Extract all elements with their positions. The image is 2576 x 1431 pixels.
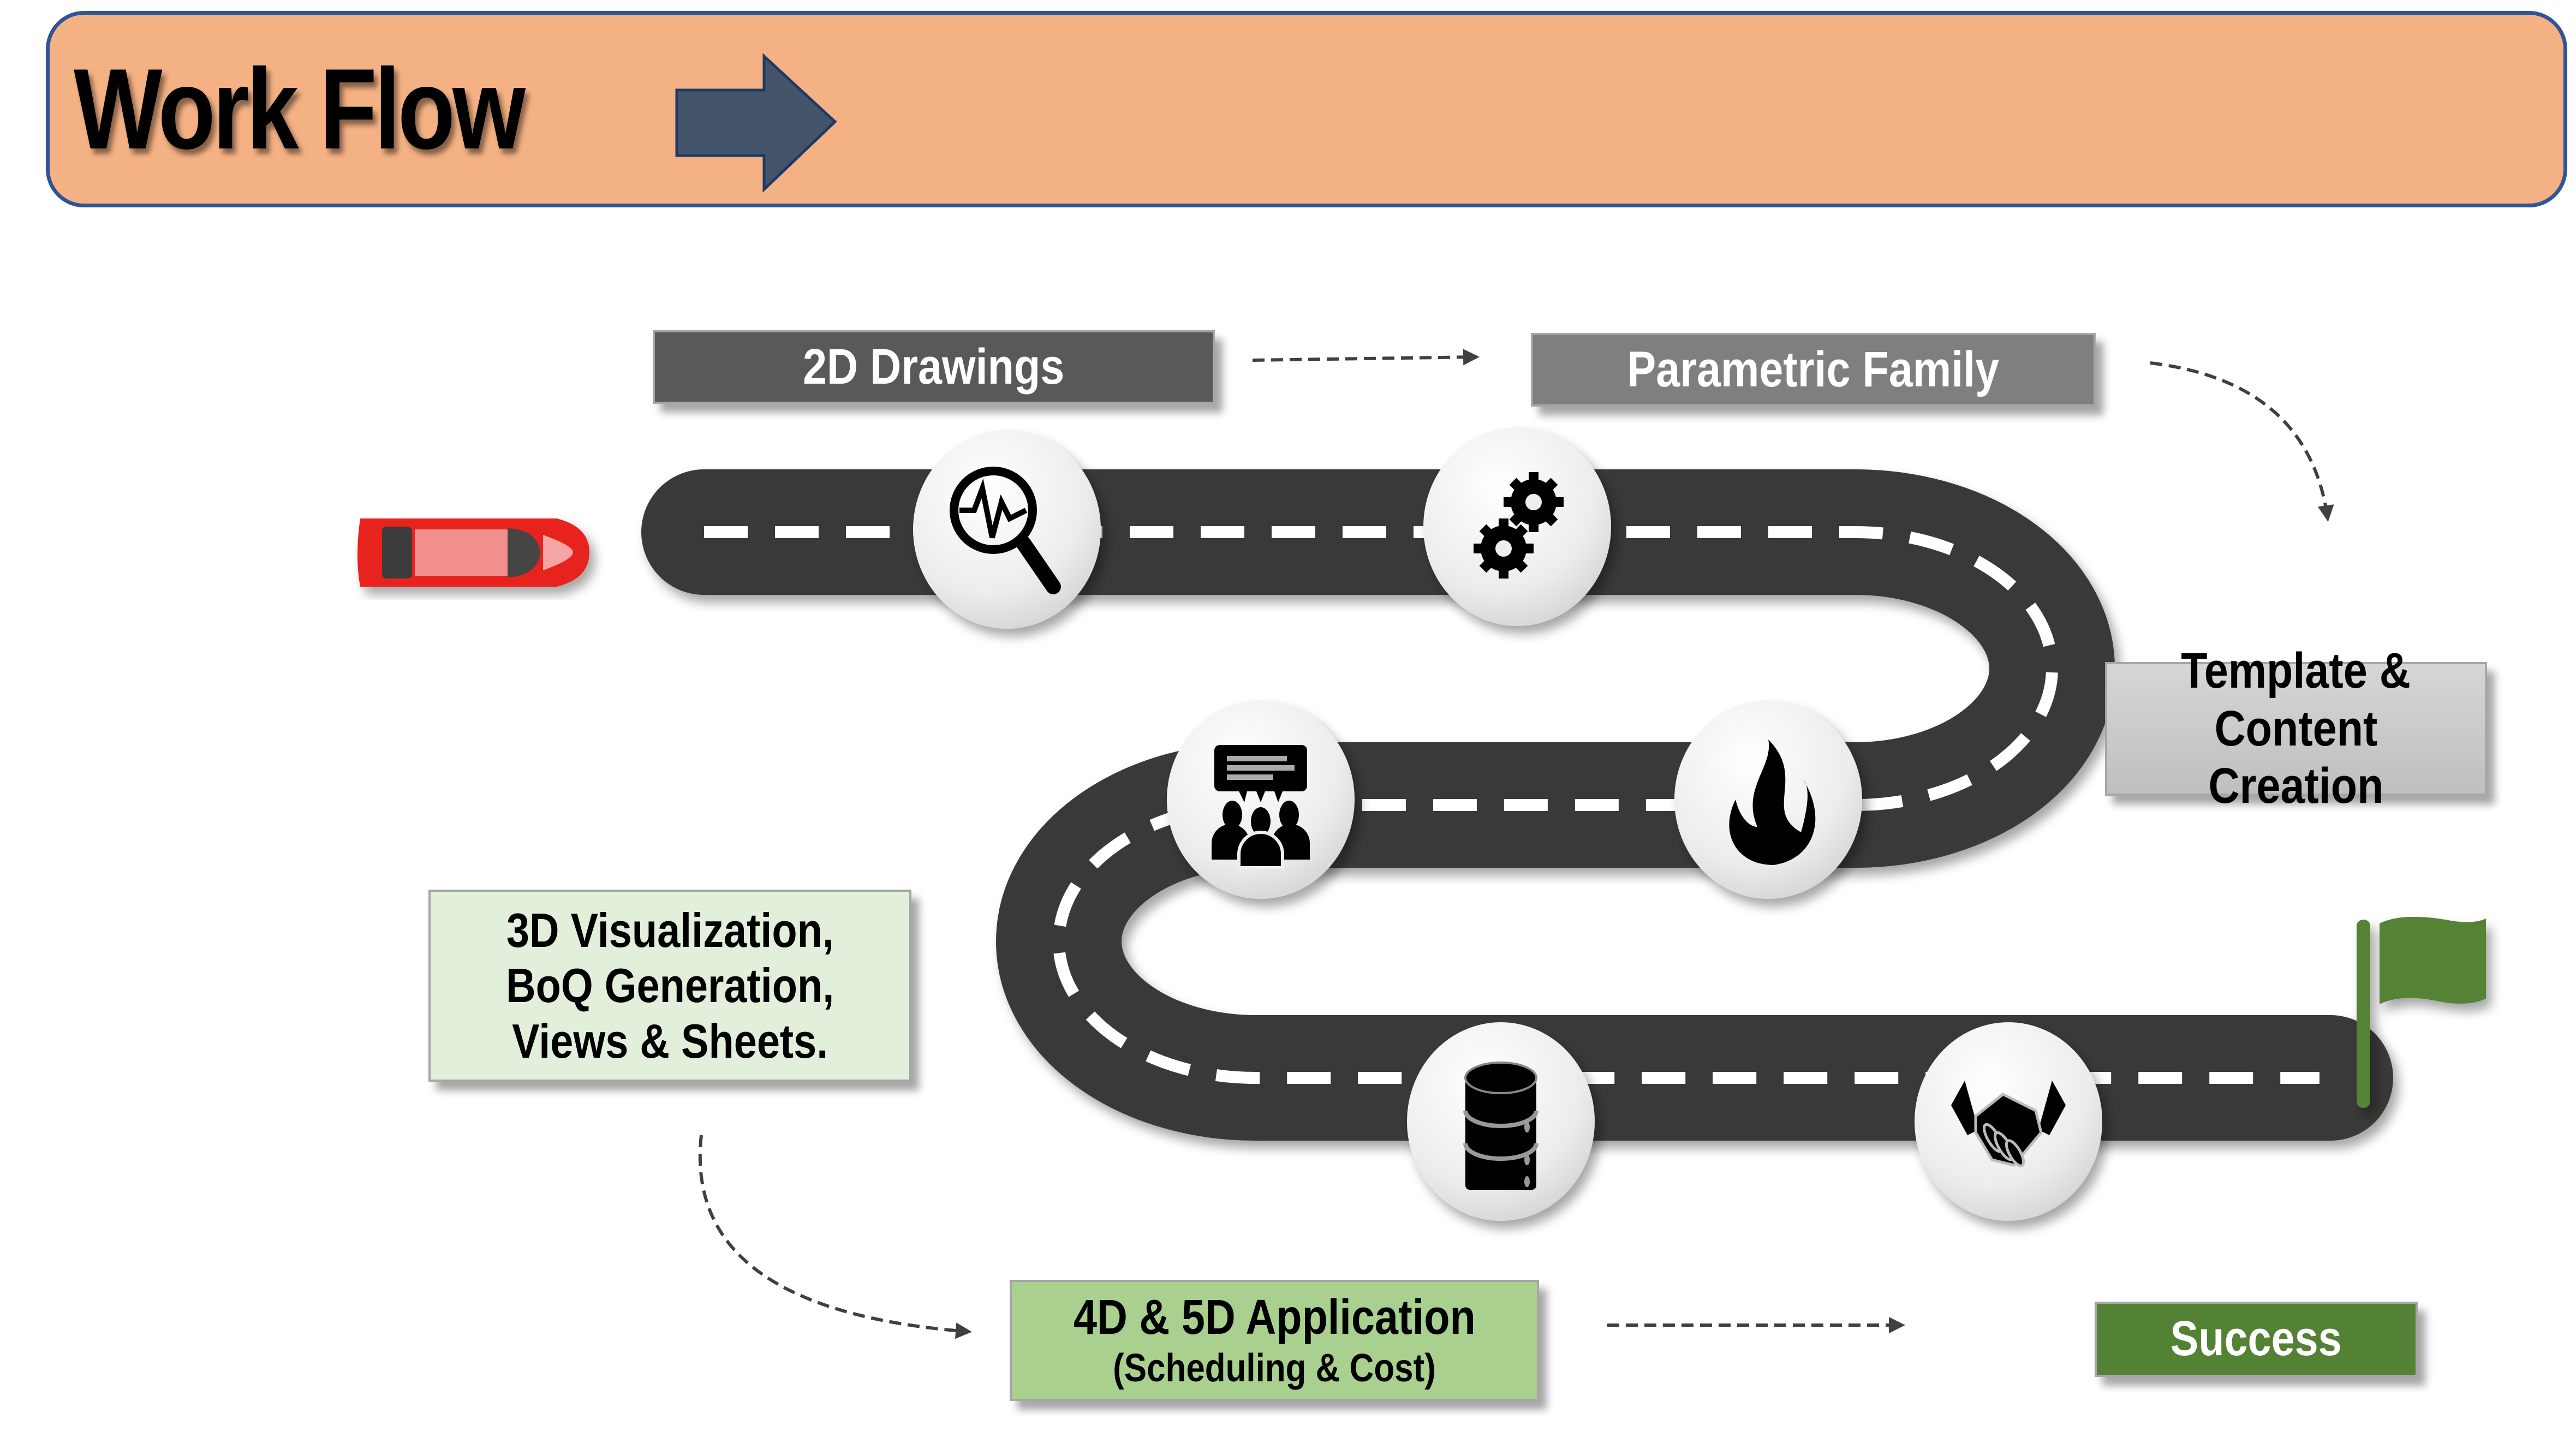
green-flag-icon bbox=[2357, 916, 2486, 1108]
flame-icon bbox=[1729, 740, 1816, 865]
stage-parametric-family: Parametric Family bbox=[1531, 333, 2096, 407]
stage-4d-5d-application: 4D & 5D Application (Scheduling & Cost) bbox=[1010, 1280, 1539, 1401]
stage-label-line-3: Views & Sheets. bbox=[511, 1013, 828, 1068]
stage-label-line-2: BoQ Generation, bbox=[505, 958, 834, 1013]
handshake-icon bbox=[1951, 1081, 2066, 1167]
road bbox=[641, 469, 2393, 1141]
connector-arrow-2 bbox=[2150, 361, 2334, 522]
connector-arrow-1 bbox=[1252, 349, 1480, 366]
magnifier-pulse-icon bbox=[950, 467, 1061, 594]
milestone-1 bbox=[913, 430, 1101, 629]
stage-2d-drawings: 2D Drawings bbox=[653, 330, 1215, 404]
stage-label-line-2: (Scheduling & Cost) bbox=[1113, 1346, 1436, 1391]
stage-label: Success bbox=[2170, 1311, 2342, 1367]
stage-label-line-2: Content Creation bbox=[2208, 700, 2384, 814]
stage-3d-visualization: 3D Visualization, BoQ Generation, Views … bbox=[428, 890, 911, 1082]
stage-label: 2D Drawings bbox=[803, 338, 1065, 395]
stage-label-line-1: Template & bbox=[2181, 642, 2411, 699]
stage-label: Parametric Family bbox=[1627, 341, 2000, 397]
team-discussion-icon bbox=[1212, 745, 1310, 869]
page-title: Work Flow bbox=[74, 45, 526, 173]
right-arrow-icon bbox=[675, 53, 837, 193]
milestone-2 bbox=[1423, 427, 1611, 626]
stage-template-content: Template & Content Creation bbox=[2105, 643, 2487, 814]
stage-success: Success bbox=[2095, 1302, 2418, 1377]
gears-icon bbox=[1474, 472, 1564, 579]
red-car-icon bbox=[357, 518, 589, 587]
connector-arrow-3 bbox=[698, 1135, 972, 1339]
stage-label-line-1: 4D & 5D Application bbox=[1073, 1290, 1476, 1345]
header-banner bbox=[46, 11, 2567, 207]
stage-label-line-1: 3D Visualization, bbox=[506, 903, 834, 958]
database-icon bbox=[1463, 1062, 1539, 1190]
